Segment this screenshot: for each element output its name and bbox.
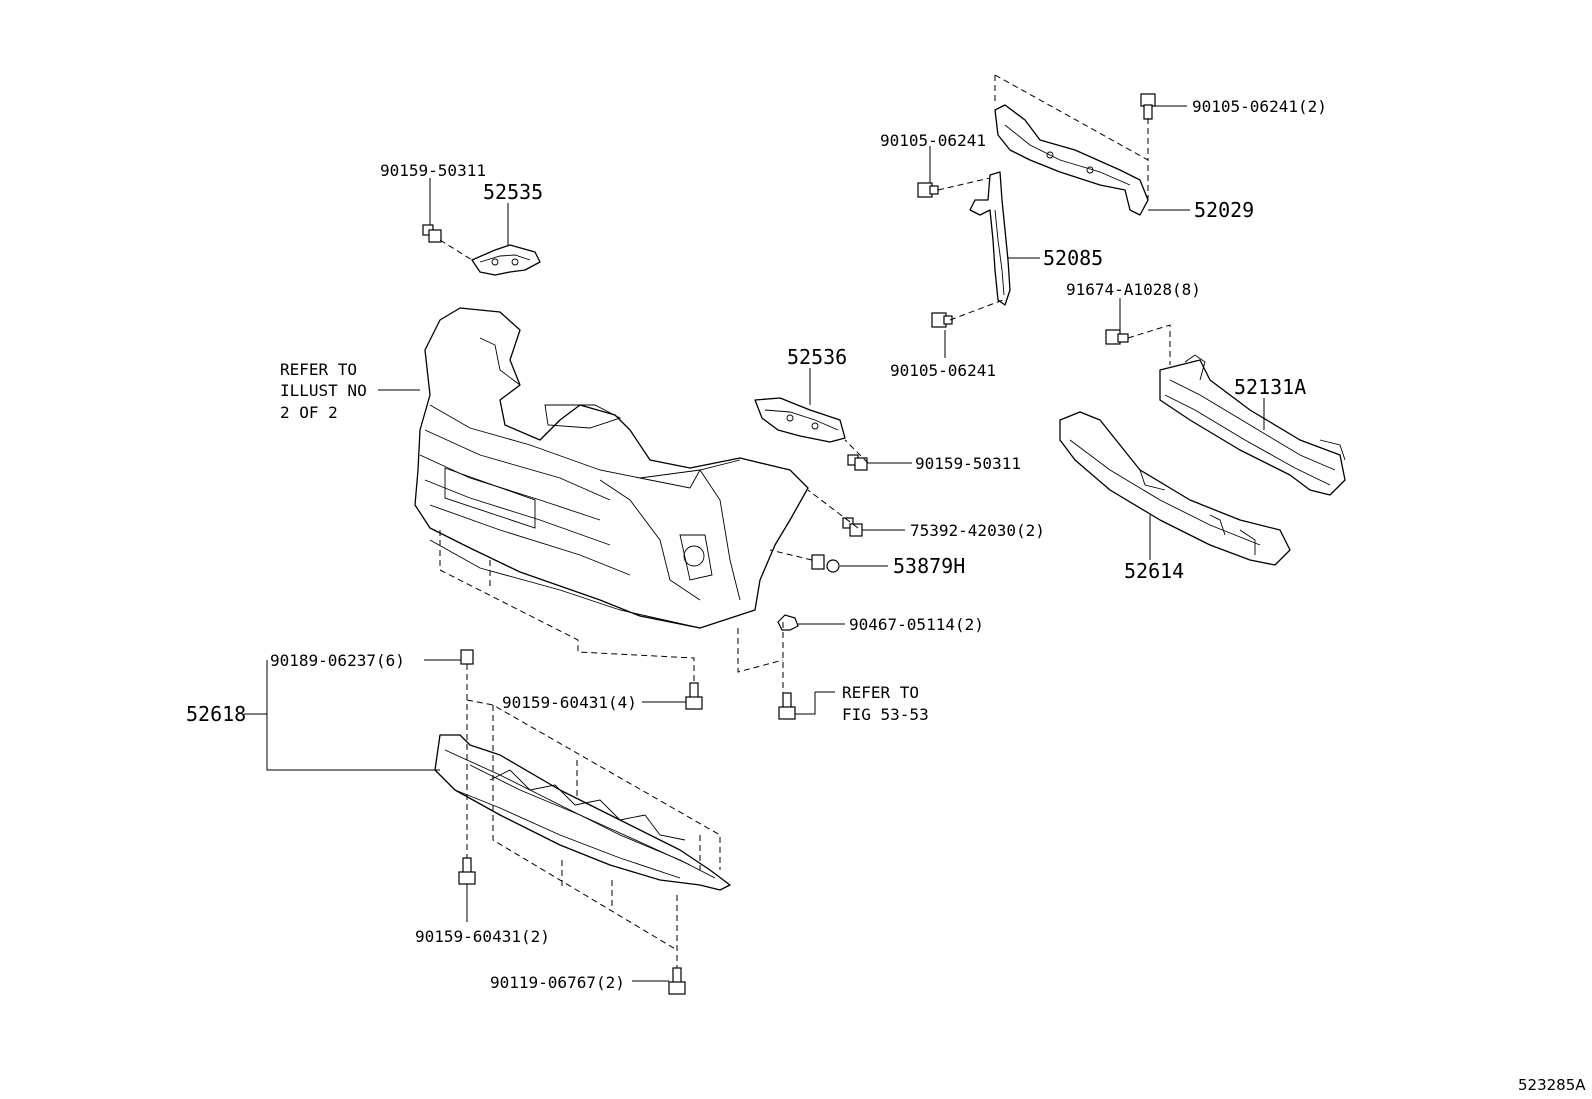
label-90105-06241-top-left: 90105-06241 [880,131,986,150]
label-90189-06237: 90189-06237(6) [270,651,405,670]
fastener-90159-60431-2[interactable] [458,857,476,885]
lower-cover-52618[interactable] [434,734,731,891]
label-53879H: 53879H [893,554,965,578]
fastener-90159-50311-mid[interactable] [847,454,868,471]
label-90105-06241-top-right: 90105-06241(2) [1192,97,1327,116]
fastener-90119-06767[interactable] [668,967,686,995]
bumper-reinforcement-52131A[interactable] [1159,354,1346,496]
label-52029: 52029 [1194,198,1254,222]
reinforcement-52029[interactable] [994,104,1149,216]
front-bumper-cover[interactable] [414,307,809,629]
label-75392-42030: 75392-42030(2) [910,521,1045,540]
label-90159-60431-4: 90159-60431(4) [502,693,637,712]
label-90467-05114: 90467-05114(2) [849,615,984,634]
diagram-id: 523285A [1518,1076,1586,1094]
fastener-90105-06241-top-left[interactable] [917,182,939,198]
fastener-90159-50311-top[interactable] [422,224,442,243]
label-52131A: 52131A [1234,375,1306,399]
label-90105-06241-mid: 90105-06241 [890,361,996,380]
label-refer-fig-2: FIG 53-53 [842,705,929,724]
clip-90467-05114[interactable] [777,614,799,631]
label-90119-06767: 90119-06767(2) [490,973,625,992]
fastener-90105-06241-top-right[interactable] [1140,93,1156,120]
energy-absorber-52614[interactable] [1059,411,1291,566]
fastener-90105-06241-mid[interactable] [931,312,953,328]
label-52614: 52614 [1124,559,1184,583]
dashed-assembly-lines [439,74,1171,968]
label-refer-illust-2: ILLUST NO [280,381,367,400]
bracket-52535[interactable] [471,244,541,276]
label-refer-fig-1: REFER TO [842,683,919,702]
fastener-refer-fig[interactable] [778,692,796,720]
fastener-75392-42030[interactable] [842,517,863,537]
label-90159-60431-2: 90159-60431(2) [415,927,550,946]
bracket-52536[interactable] [754,397,846,443]
label-52085: 52085 [1043,246,1103,270]
fastener-91674-A1028[interactable] [1105,329,1129,345]
fastener-90189-06237[interactable] [460,649,474,665]
label-90159-50311-mid: 90159-50311 [915,454,1021,473]
label-90159-50311-top: 90159-50311 [380,161,486,180]
label-52618: 52618 [186,702,246,726]
label-91674-A1028: 91674-A1028(8) [1066,280,1201,299]
label-refer-illust-1: REFER TO [280,360,357,379]
leader-lines [244,105,1265,982]
label-52536: 52536 [787,345,847,369]
clip-53879H[interactable] [811,554,840,573]
label-refer-illust-3: 2 OF 2 [280,403,338,422]
label-52535: 52535 [483,180,543,204]
bracket-52085[interactable] [969,171,1011,306]
fastener-90159-60431-4[interactable] [685,682,703,710]
